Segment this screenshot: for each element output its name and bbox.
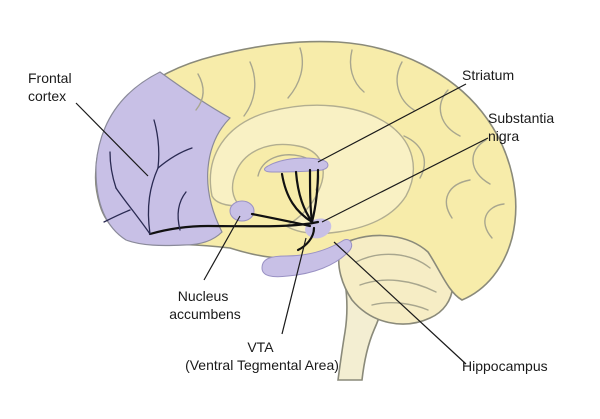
- hippocampus-leader: [333, 241, 467, 365]
- striatum-region: [264, 157, 329, 173]
- vta-leader: [281, 237, 307, 335]
- cortical-fiber: [109, 151, 117, 189]
- nigrostriatal-fiber: [310, 168, 320, 224]
- cerebellum-fold: [355, 253, 431, 269]
- cortex-fold: [287, 47, 304, 99]
- nucleus-accumbens-region: [229, 200, 255, 222]
- cerebellum-fold: [371, 302, 429, 311]
- mesolimbic-fiber: [250, 212, 312, 228]
- cortex-fold: [195, 73, 204, 111]
- nucleus-accumbens-label: Nucleus accumbens: [169, 288, 241, 322]
- frontal-cortex-label: Frontal cortex: [28, 70, 75, 104]
- hippocampal-fiber: [296, 226, 316, 252]
- cortical-fiber: [177, 191, 187, 231]
- frontal-cortex-leader: [75, 102, 149, 177]
- nucleus-accumbens-leader: [203, 215, 241, 281]
- cerebellum-fold: [359, 279, 437, 293]
- cortical-fiber: [153, 119, 160, 169]
- cortex-fold: [349, 49, 365, 93]
- cortex-fold: [484, 203, 505, 239]
- cortex-fold: [403, 135, 425, 179]
- cortical-fiber: [157, 147, 193, 169]
- cortex-fold: [396, 61, 415, 111]
- nigrostriatal-fiber: [308, 168, 314, 224]
- vta-label: VTA (Ventral Tegmental Area): [185, 339, 339, 373]
- striatum-leader: [317, 83, 467, 163]
- cortex-fold: [445, 179, 471, 219]
- hippocampus-region: [261, 239, 353, 278]
- substantia-nigra-label: Substantia nigra: [488, 110, 558, 144]
- substantia-nigra-leader: [321, 137, 489, 223]
- nigrostriatal-fiber: [294, 170, 314, 224]
- hippocampus-label: Hippocampus: [462, 358, 548, 374]
- mesocortical-fiber: [148, 220, 320, 236]
- cortex-fold: [472, 139, 491, 185]
- nigrostriatal-fiber: [280, 172, 314, 224]
- cortical-fiber: [103, 209, 131, 223]
- cortical-fiber: [115, 187, 151, 235]
- frontal-cortex-region: [95, 71, 231, 247]
- cortical-fiber: [147, 167, 159, 235]
- cortex-fold: [243, 61, 256, 117]
- striatum-label: Striatum: [462, 67, 514, 83]
